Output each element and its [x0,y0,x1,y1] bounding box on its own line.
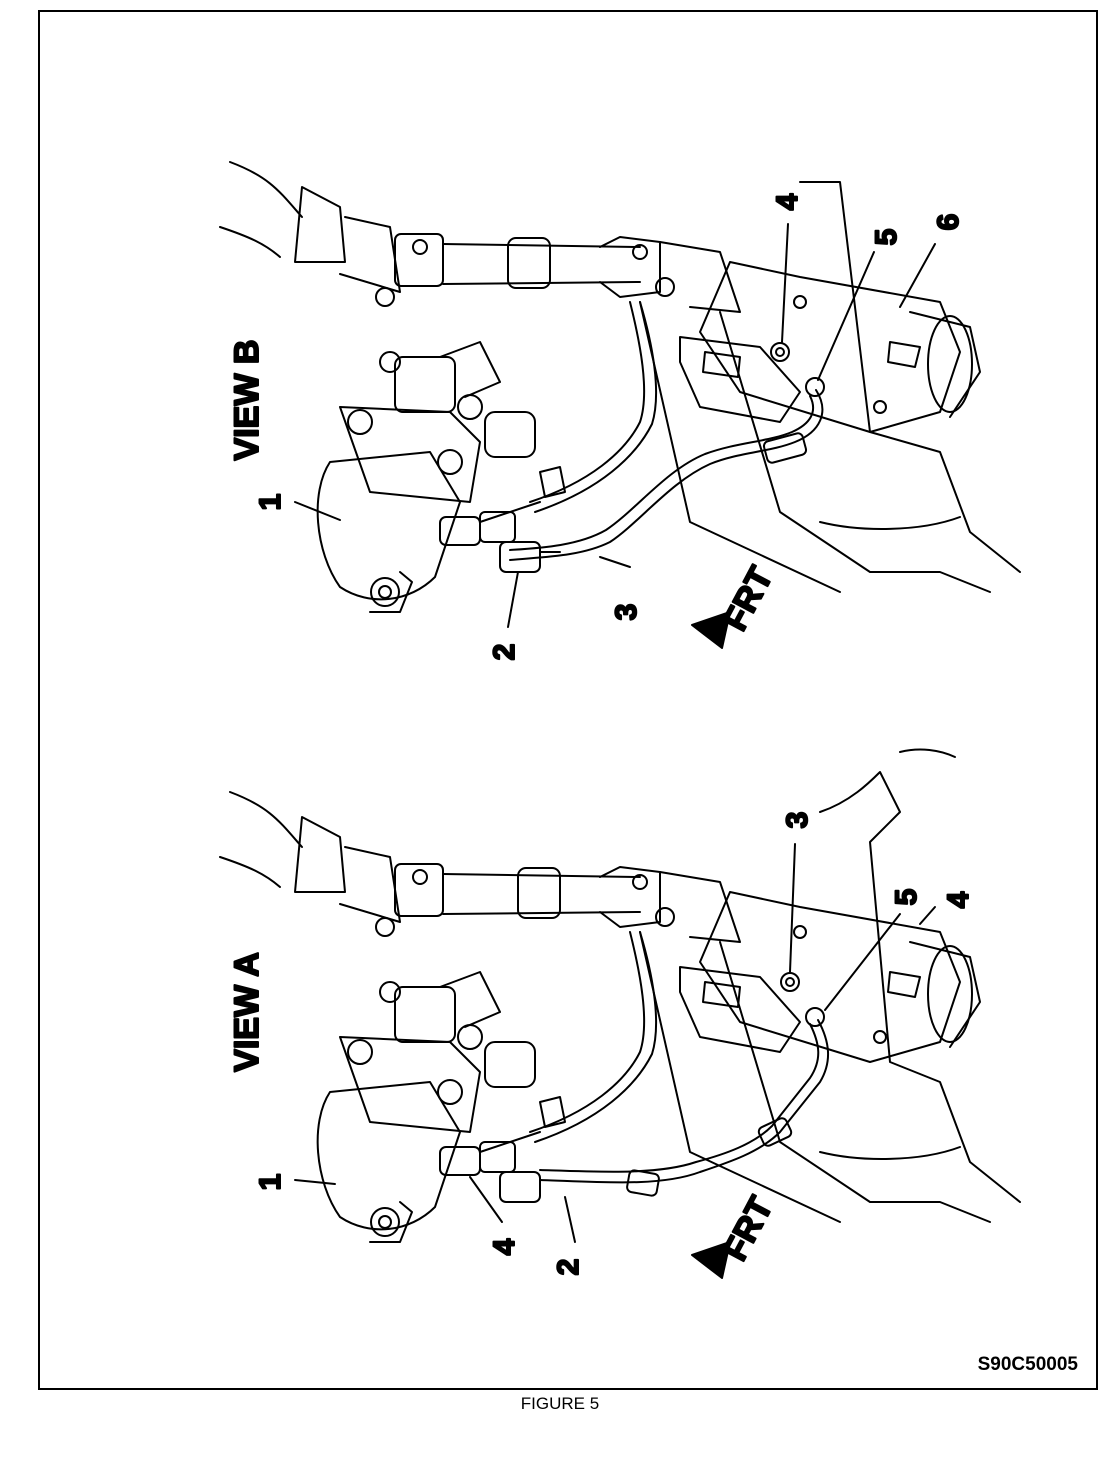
view-b-callout-6: 6 [932,214,965,231]
steering-diagram: VIEW B 1 2 3 4 5 6 FRT VIEW A 1 2 3 4 4 … [219,161,1021,1279]
view-b-callout-3: 3 [610,604,643,621]
view-b-callout-1: 1 [254,494,287,511]
figure-caption: FIGURE 5 [520,1394,600,1413]
view-b-illustration [219,161,1021,613]
view-a-callout-5: 5 [890,889,923,906]
view-a-callout-3: 3 [781,812,814,829]
view-b-title: VIEW B [228,340,266,461]
view-a-title: VIEW A [228,952,266,1072]
view-b-callout-4: 4 [771,193,804,210]
view-a-callout-2: 2 [552,1259,585,1276]
figure-frame: VIEW B 1 2 3 4 5 6 FRT VIEW A 1 2 3 4 4 … [38,10,1098,1390]
view-a-callout-4-fitting: 4 [488,1238,521,1255]
view-a-callout-1: 1 [254,1174,287,1191]
figure-id-code: S90C50005 [977,1354,1078,1375]
view-a-callout-4-gear: 4 [942,891,975,908]
view-a-front-arrow: FRT [691,1190,782,1279]
view-b-callout-2: 2 [488,644,521,661]
view-b-callout-5: 5 [870,229,903,246]
view-b-front-arrow: FRT [691,560,782,649]
view-a-illustration [219,748,1021,1243]
